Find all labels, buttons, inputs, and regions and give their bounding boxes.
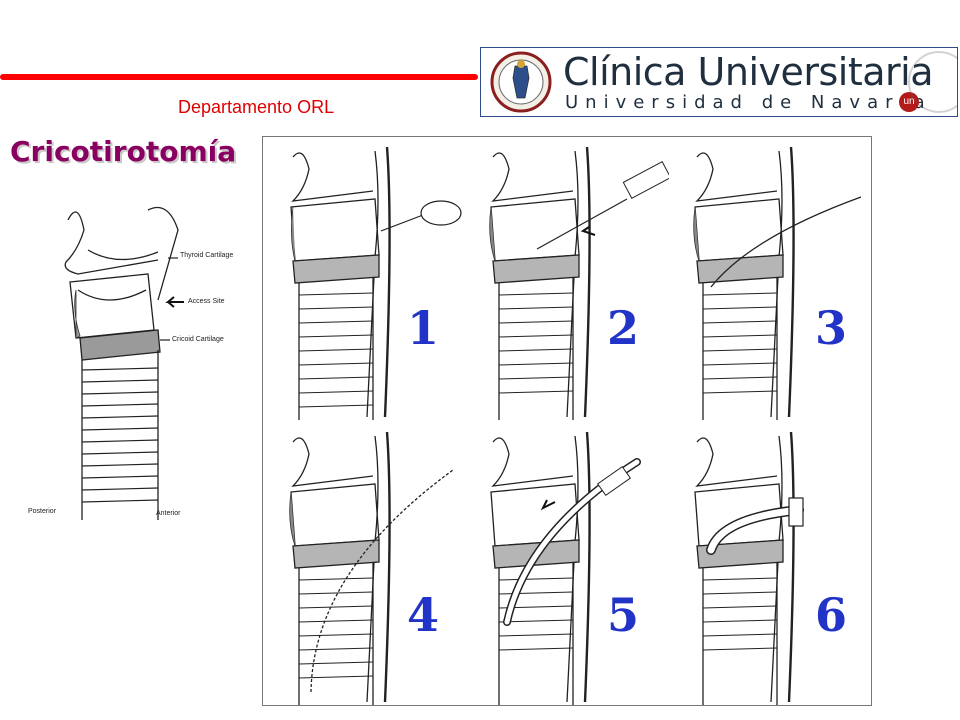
syringe-icon	[622, 161, 669, 199]
step-4-illustration	[289, 431, 454, 705]
step-5-illustration	[490, 431, 641, 705]
step-3-panel: 3	[671, 137, 873, 420]
slide-title: Cricotirotomía	[10, 135, 237, 168]
label-thyroid: Thyroid Cartilage	[180, 252, 234, 259]
seal-icon	[490, 51, 552, 113]
step-2-panel: 2	[467, 137, 669, 420]
step-1-illustration	[290, 146, 462, 420]
step-5-panel: 5	[467, 422, 669, 705]
label-posterior: Posterior	[28, 508, 57, 515]
step-3-illustration	[693, 146, 862, 420]
step-2-number: 2	[607, 301, 640, 355]
label-cricoid: Cricoid Cartilage	[172, 336, 224, 343]
label-access-site: Access Site	[188, 298, 225, 305]
logo-title: Clínica Universitaria	[563, 50, 934, 94]
step-2-illustration	[489, 146, 669, 420]
step-4-number: 4	[407, 588, 440, 642]
department-label: Departamento ORL	[178, 97, 335, 117]
step-6-illustration	[694, 431, 804, 705]
scalpel-hand-icon	[420, 200, 462, 226]
step-6-panel: 6	[671, 422, 873, 705]
label-anterior: Anterior	[156, 510, 181, 517]
insertion-arrow-icon	[540, 499, 556, 511]
step-4-panel: 4	[263, 422, 465, 705]
clinic-logo: Clínica Universitaria Universidad de Nav…	[480, 47, 958, 117]
guidewire-icon	[310, 469, 454, 693]
larynx-anatomy-diagram: Thyroid Cartilage Access Site Cricoid Ca…	[18, 190, 258, 530]
access-arrow-icon	[165, 296, 184, 308]
larynx-anatomy-drawing	[64, 206, 184, 520]
procedure-steps-panel: 1 2	[262, 136, 872, 706]
logo-watermark-icon	[908, 51, 957, 113]
logo-badge: un	[899, 92, 919, 112]
header-red-line	[0, 74, 478, 80]
step-1-panel: 1	[263, 137, 465, 420]
step-5-number: 5	[607, 588, 640, 642]
insertion-arrow-icon	[580, 226, 596, 236]
logo-subtitle: Universidad de Navarra	[565, 92, 932, 113]
step-1-number: 1	[407, 301, 440, 355]
guidewire-icon	[710, 196, 862, 288]
step-6-number: 6	[815, 588, 848, 642]
step-3-number: 3	[815, 301, 848, 355]
